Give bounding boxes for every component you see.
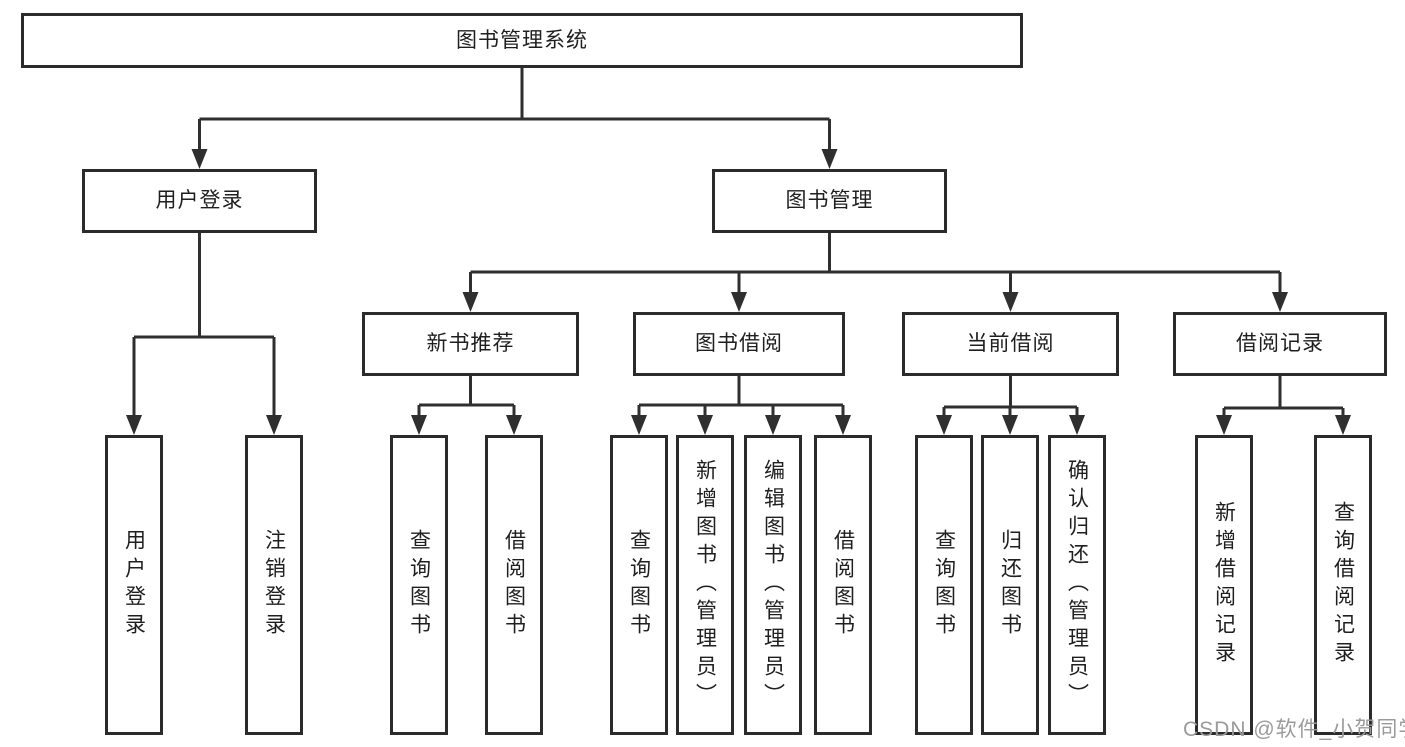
node-book-management: 图书管理	[712, 169, 947, 233]
node-return-book-label: 归还图书	[998, 529, 1022, 641]
node-query-books-2-label: 查询图书	[627, 529, 651, 641]
node-library-system: 图书管理系统	[21, 13, 1023, 68]
node-user-login-label: 用户登录	[155, 189, 244, 213]
node-new-book-recommend-label: 新书推荐	[426, 332, 515, 356]
node-new-book-recommend: 新书推荐	[362, 312, 579, 376]
node-add-book-admin-label: 新增图书（管理员）	[693, 459, 717, 711]
csdn-watermark: CSDN @软件_小贺同学	[1183, 718, 1405, 741]
node-current-borrowing-label: 当前借阅	[966, 332, 1055, 356]
node-library-system-label: 图书管理系统	[456, 28, 588, 52]
node-logout-action-label: 注销登录	[262, 529, 286, 641]
node-query-books-1-label: 查询图书	[407, 529, 431, 641]
node-user-login-action-label: 用户登录	[122, 529, 146, 641]
node-borrow-books-2: 借阅图书	[814, 435, 872, 735]
node-book-management-label: 图书管理	[785, 189, 874, 213]
node-current-borrowing: 当前借阅	[902, 312, 1119, 376]
node-confirm-return-admin: 确认归还（管理员）	[1048, 435, 1106, 735]
node-user-login-action: 用户登录	[105, 435, 163, 735]
node-add-borrow-record-label: 新增借阅记录	[1212, 501, 1236, 669]
node-borrow-books-1-label: 借阅图书	[502, 529, 526, 641]
node-confirm-return-admin-label: 确认归还（管理员）	[1065, 459, 1089, 711]
node-user-login: 用户登录	[82, 169, 317, 233]
node-query-books-1: 查询图书	[390, 435, 448, 735]
node-edit-book-admin-label: 编辑图书（管理员）	[761, 459, 785, 711]
node-query-borrow-record-label: 查询借阅记录	[1331, 501, 1355, 669]
node-logout-action: 注销登录	[245, 435, 303, 735]
node-query-books-2: 查询图书	[610, 435, 668, 735]
node-return-book: 归还图书	[981, 435, 1039, 735]
node-add-borrow-record: 新增借阅记录	[1195, 435, 1253, 735]
node-add-book-admin: 新增图书（管理员）	[676, 435, 734, 735]
node-query-books-3-label: 查询图书	[932, 529, 956, 641]
node-borrow-records-label: 借阅记录	[1236, 332, 1324, 356]
node-query-borrow-record: 查询借阅记录	[1314, 435, 1372, 735]
node-book-borrowing-label: 图书借阅	[695, 332, 783, 356]
node-borrow-records: 借阅记录	[1173, 312, 1387, 376]
node-edit-book-admin: 编辑图书（管理员）	[744, 435, 802, 735]
node-book-borrowing: 图书借阅	[633, 312, 845, 376]
node-borrow-books-1: 借阅图书	[485, 435, 543, 735]
node-query-books-3: 查询图书	[915, 435, 973, 735]
node-borrow-books-2-label: 借阅图书	[831, 529, 855, 641]
